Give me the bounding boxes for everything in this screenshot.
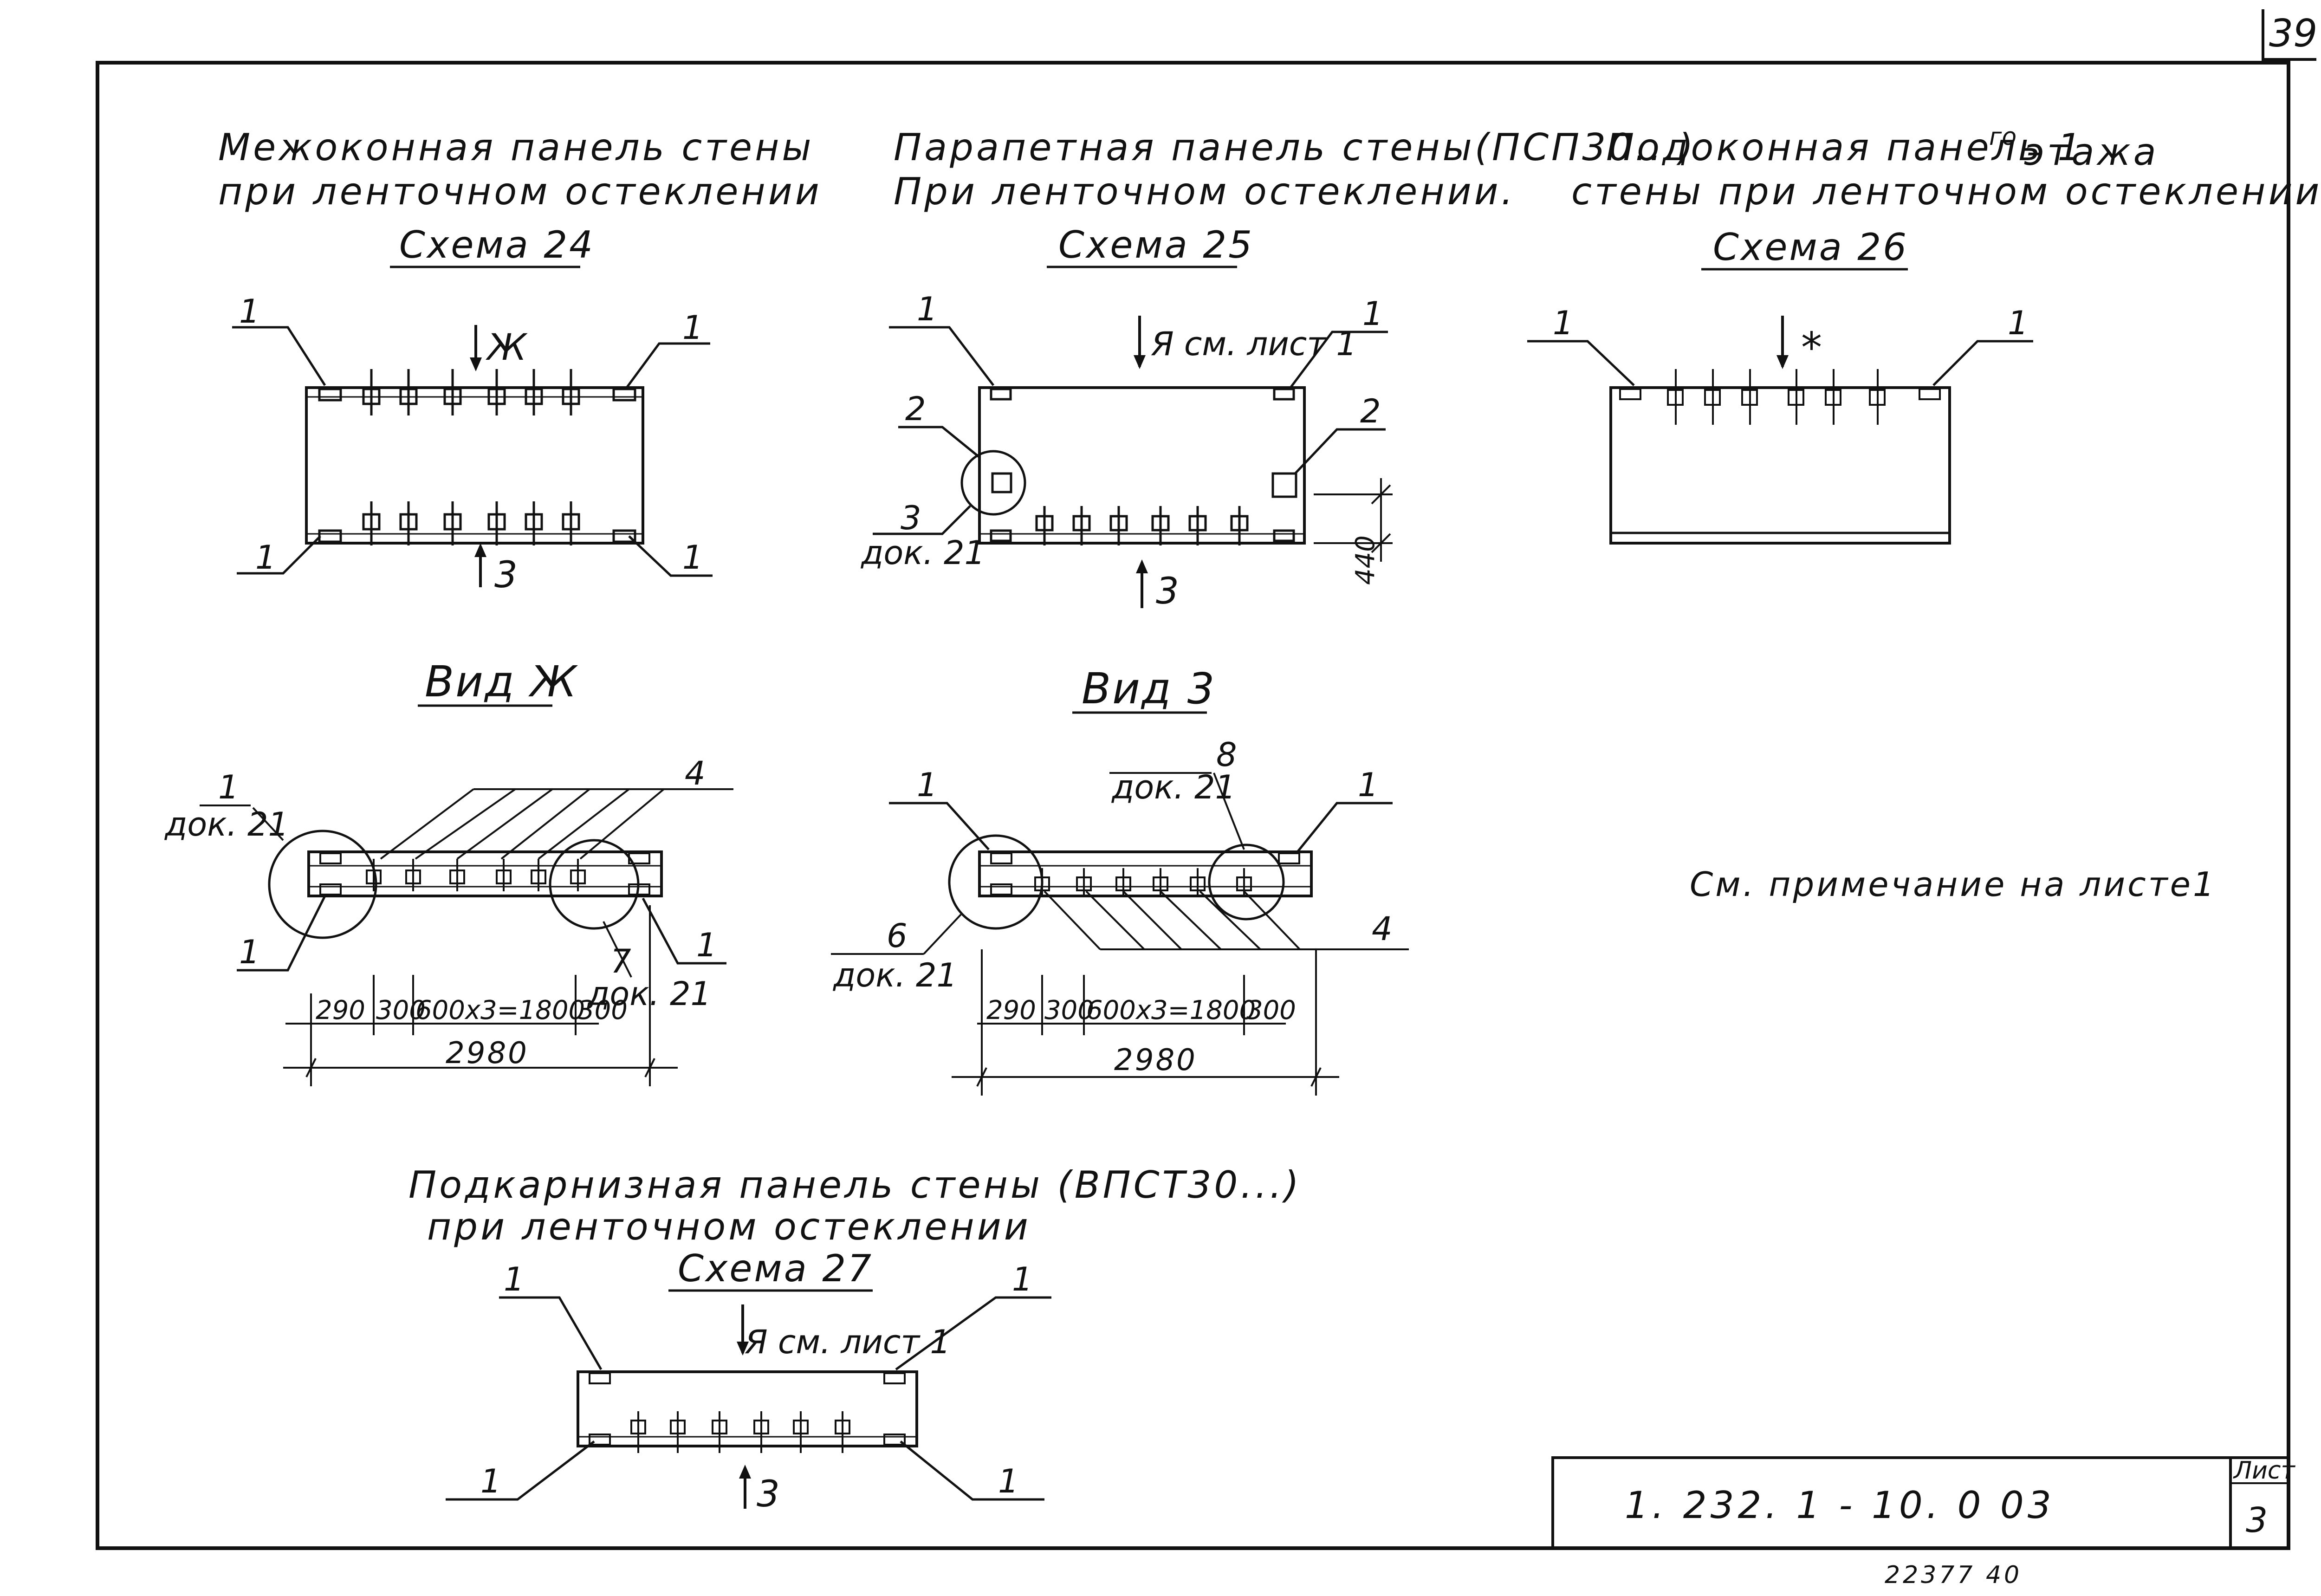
view-title: Вид Ж — [425, 657, 578, 707]
dimension-440: 440 — [1350, 535, 1381, 585]
callout-1: 1 — [696, 926, 717, 964]
callout-1: 1 — [218, 768, 239, 806]
note-text: См. примечание на листе1 — [1690, 865, 2217, 904]
arrow-label-top: Ж — [486, 327, 528, 369]
scheme-label: Схема 24 — [399, 223, 595, 266]
arrow-label-bottom: 3 — [757, 1473, 780, 1515]
callout-4: 4 — [685, 754, 706, 792]
callout-1: 1 — [480, 1462, 501, 1500]
panel-title-line2: При ленточном остеклении. — [894, 170, 1516, 213]
view-zh: Вид Ж 4 1 док. 21 — [164, 657, 733, 1086]
panel-schema-26: Подоконная панель 1 го этажа стены при л… — [1527, 123, 2321, 545]
arrow-label-top: Я см. лист 1 — [745, 1323, 951, 1361]
callout-1: 1 — [504, 1260, 525, 1298]
panel-schema-24: Межоконная панель стены при ленточном ос… — [218, 126, 822, 596]
footer-number: 22377 40 — [1885, 1561, 2022, 1589]
view-title: Вид 3 — [1082, 664, 1216, 714]
panel-schema-27: Подкарнизная панель стены (ВПСТ30...) пр… — [408, 1163, 1302, 1515]
arrow-label-bottom: 3 — [1156, 571, 1179, 612]
panel-title-line2: стены при ленточном остеклении — [1571, 170, 2321, 213]
sheet-number: 3 — [2246, 1500, 2268, 1540]
dimension: 290 — [986, 995, 1036, 1025]
callout-7: 7 — [610, 942, 631, 980]
arrow-label-bottom: 3 — [494, 554, 518, 596]
dimension-total: 2980 — [1114, 1043, 1197, 1077]
panel-title-line1b: этажа — [2024, 130, 2159, 174]
dimension: 600x3=1800 — [415, 995, 585, 1025]
callout-ref: док. 21 — [164, 805, 289, 843]
arrow-label-top: Я см. лист 1 — [1151, 325, 1357, 363]
callout-1: 1 — [998, 1462, 1019, 1500]
page-number-box: 39 — [2262, 9, 2317, 61]
callout-1: 1 — [1358, 766, 1379, 804]
dimension: 300 — [1246, 995, 1296, 1025]
dimension: 290 — [316, 995, 365, 1025]
dimension: 300 — [376, 995, 426, 1025]
document-code: 1. 232. 1 - 10. 0 03 — [1625, 1484, 2055, 1527]
panel-title-sup: го — [1989, 123, 2016, 151]
dimension: 300 — [578, 995, 628, 1025]
panel-title-line2: при ленточном остеклении — [427, 1205, 1031, 1248]
callout-4: 4 — [1372, 910, 1393, 948]
callout-1: 1 — [239, 292, 260, 331]
callout-1: 1 — [1012, 1260, 1033, 1298]
panel-title-line1: Подоконная панель 1 — [1606, 126, 2084, 169]
panel-title-line1: Подкарнизная панель стены (ВПСТ30...) — [408, 1163, 1302, 1207]
callout-1: 1 — [239, 933, 260, 971]
callout-1: 1 — [255, 538, 276, 577]
panel-schema-25: Парапетная панель стены(ПСП30...) При ле… — [861, 126, 1696, 612]
callout-1: 1 — [682, 309, 703, 347]
callout-1: 1 — [917, 766, 938, 804]
dimension: 300 — [1044, 995, 1094, 1025]
dimension: 600x3=1800 — [1086, 995, 1256, 1025]
scheme-label: Схема 27 — [678, 1247, 873, 1290]
callout-1: 1 — [1362, 295, 1383, 333]
panel-title-line1: Межоконная панель стены — [218, 126, 814, 169]
dimension-total: 2980 — [446, 1036, 529, 1070]
panel-title-line2: при ленточном остеклении — [218, 170, 822, 213]
callout-1: 1 — [682, 538, 703, 577]
title-block: 1. 232. 1 - 10. 0 03 Лист 3 — [1551, 1456, 2295, 1548]
sheet-frame — [96, 61, 2290, 1550]
callout-8: 8 — [1216, 736, 1237, 774]
callout-2: 2 — [1360, 392, 1381, 430]
callout-1: 1 — [917, 290, 938, 328]
callout-ref: док. 21 — [861, 534, 985, 572]
callout-1: 1 — [2008, 304, 2029, 342]
scheme-label: Схема 25 — [1058, 223, 1254, 266]
page-number: 39 — [2269, 12, 2317, 56]
callout-6: 6 — [887, 917, 908, 955]
view-3: Вид 3 4 1 8 — [831, 664, 1409, 1096]
panel-title-line1: Парапетная панель стены(ПСП30...) — [894, 126, 1696, 169]
scheme-label: Схема 26 — [1713, 226, 1908, 269]
callout-2: 2 — [905, 390, 926, 428]
sheet-label: Лист — [2233, 1457, 2295, 1485]
callout-1: 1 — [1553, 304, 1574, 342]
callout-3: 3 — [901, 499, 921, 537]
arrow-label-top: * — [1801, 324, 1822, 372]
callout-ref: док. 21 — [833, 956, 957, 994]
callout-ref: док. 21 — [1111, 768, 1236, 806]
